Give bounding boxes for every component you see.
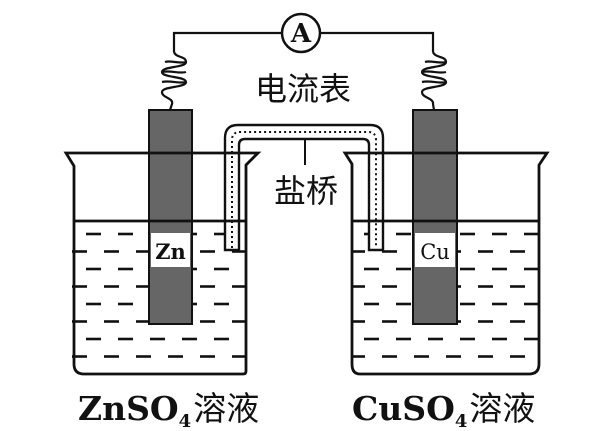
cu-electrode-label: Cu [420,240,450,264]
ammeter-circle [280,12,322,54]
right-solution-suffix: 溶液 [469,389,535,428]
left-solution-label: ZnSO4溶液 [78,389,259,431]
right-wire-coil [420,51,448,111]
right-solution-formula: CuSO [352,389,455,428]
left-solution-suffix: 溶液 [193,389,259,428]
salt-bridge-label: 盐桥 [274,172,338,210]
left-solution-subscript: 4 [179,411,192,431]
ammeter-label: 电流表 [255,70,351,108]
cu-electrode: Cu [412,109,458,325]
zn-electrode-label: Zn [155,239,186,264]
left-solution-formula: ZnSO [78,389,179,428]
zn-electrode: Zn [148,109,193,325]
ammeter: A [280,12,322,54]
ammeter-symbol: A [290,19,312,49]
left-beaker [63,151,262,376]
left-wire-coil [160,51,188,111]
external-circuit-wire [172,31,435,52]
right-solution-subscript: 4 [455,411,468,431]
salt-bridge [223,123,385,252]
right-beaker [342,151,550,376]
right-solution-label: CuSO4溶液 [352,389,535,431]
